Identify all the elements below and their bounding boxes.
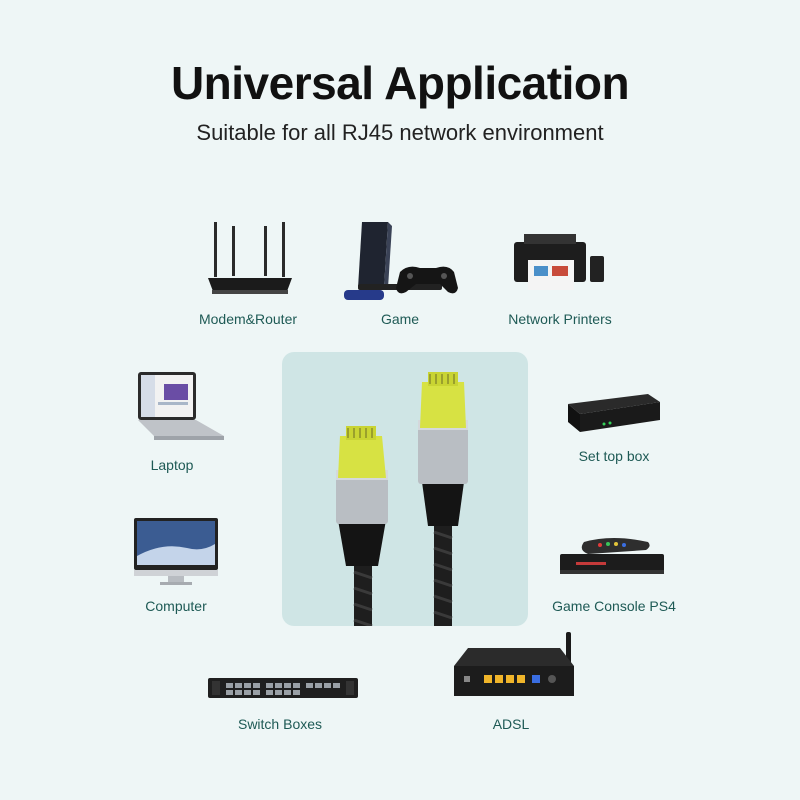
computer-icon — [132, 516, 220, 586]
printer-icon — [508, 232, 612, 298]
game-console-icon — [340, 218, 460, 302]
laptop-icon — [130, 370, 230, 446]
device-label-laptop: Laptop — [150, 457, 194, 473]
rj45-cable-icon — [336, 372, 468, 628]
set-top-box-icon — [564, 388, 664, 438]
device-label-set-top-box: Set top box — [578, 448, 650, 464]
device-label-adsl: ADSL — [492, 716, 530, 732]
device-label-computer: Computer — [145, 598, 207, 614]
ps4-console-icon — [556, 536, 670, 582]
device-label-game-console-ps4: Game Console PS4 — [552, 598, 676, 614]
page-subtitle: Suitable for all RJ45 network environmen… — [196, 120, 604, 145]
device-label-network-printers: Network Printers — [508, 311, 612, 327]
page-title: Universal Application — [170, 57, 630, 109]
router-icon — [200, 220, 300, 300]
device-label-modem-router: Modem&Router — [198, 311, 298, 327]
cable-image-panel — [282, 352, 528, 628]
device-label-game: Game — [380, 311, 420, 327]
adsl-modem-icon — [448, 630, 580, 702]
device-label-switch-boxes: Switch Boxes — [237, 716, 323, 732]
switch-box-icon — [208, 672, 358, 702]
